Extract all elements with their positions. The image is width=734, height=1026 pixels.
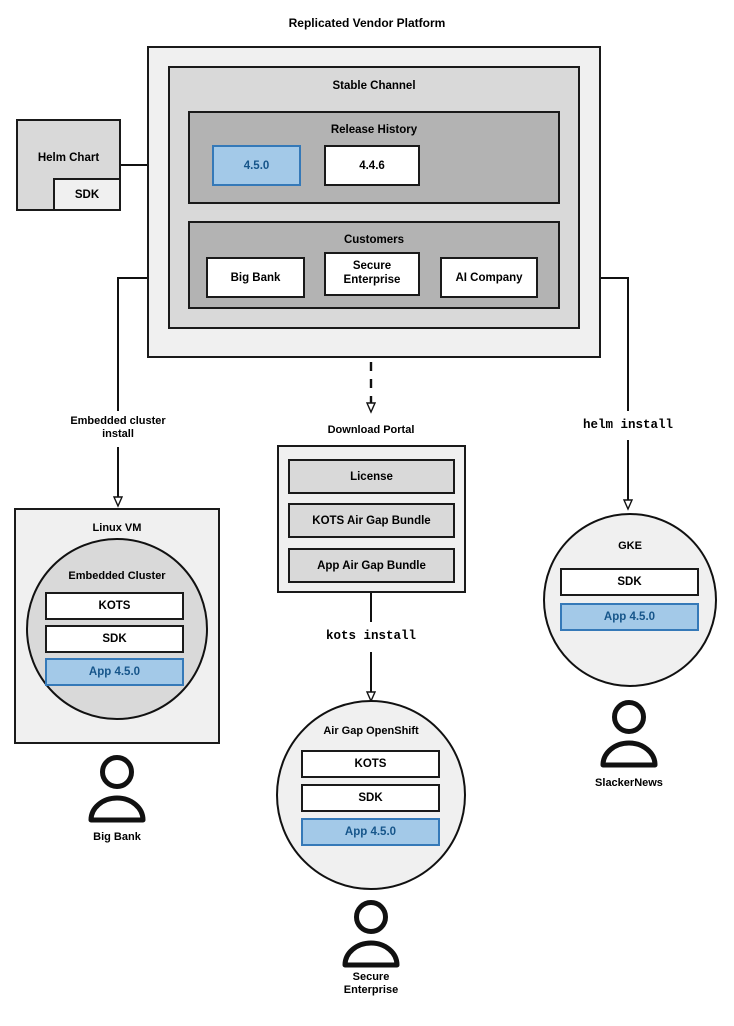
linux-vm-component-sdk[interactable]: SDK [45,625,184,653]
customer-label-big-bank: Big Bank [93,831,141,843]
customer-label-line1: Secure [352,971,390,983]
linux-vm-component-app[interactable]: App 4.5.0 [45,658,184,686]
flow-label-embedded-cluster-install: Embedded cluster install [38,415,198,440]
linux-vm-label: Linux VM [92,522,142,534]
customer-label-line2: Enterprise [343,983,399,996]
release-chip-4-4-6[interactable]: 4.4.6 [324,145,420,186]
flow-label-line1: Embedded cluster [70,415,166,427]
person-icon-secure-enterprise [342,900,400,968]
customer-label-secure-enterprise: Secure Enterprise [291,971,451,996]
person-icon-big-bank [88,755,146,823]
customer-box-ai-company[interactable]: AI Company [440,257,538,298]
customer-label-slackernews: SlackerNews [595,777,663,789]
portal-artifact-kots-air-gap-bundle[interactable]: KOTS Air Gap Bundle [288,503,455,538]
gke-component-sdk[interactable]: SDK [560,568,699,596]
airgap-component-app[interactable]: App 4.5.0 [301,818,440,846]
flow-label-kots-install: kots install [325,629,416,643]
portal-artifact-app-air-gap-bundle[interactable]: App Air Gap Bundle [288,548,455,583]
gke-label: GKE [618,540,642,552]
embedded-cluster-label: Embedded Cluster [68,570,166,582]
person-icon-slackernews [600,700,658,768]
airgap-component-kots[interactable]: KOTS [301,750,440,778]
download-portal-label: Download Portal [327,424,415,436]
airgap-openshift-label: Air Gap OpenShift [323,725,419,737]
page-title: Replicated Vendor Platform [288,16,446,30]
flow-label-helm-install: helm install [582,418,673,432]
gke-circle [543,513,717,687]
helm-chart-label: Helm Chart [37,152,100,164]
release-chip-4-5-0[interactable]: 4.5.0 [212,145,301,186]
customer-box-big-bank[interactable]: Big Bank [206,257,305,298]
airgap-component-sdk[interactable]: SDK [301,784,440,812]
flow-label-line2: install [102,427,134,440]
release-history-label: Release History [330,124,418,136]
customer-box-secure-enterprise[interactable]: Secure Enterprise [324,252,420,296]
linux-vm-component-kots[interactable]: KOTS [45,592,184,620]
portal-artifact-license[interactable]: License [288,459,455,494]
stable-channel-label: Stable Channel [332,80,416,92]
helm-chart-sdk-box[interactable]: SDK [53,178,121,211]
customers-label: Customers [343,234,405,246]
gke-component-app[interactable]: App 4.5.0 [560,603,699,631]
